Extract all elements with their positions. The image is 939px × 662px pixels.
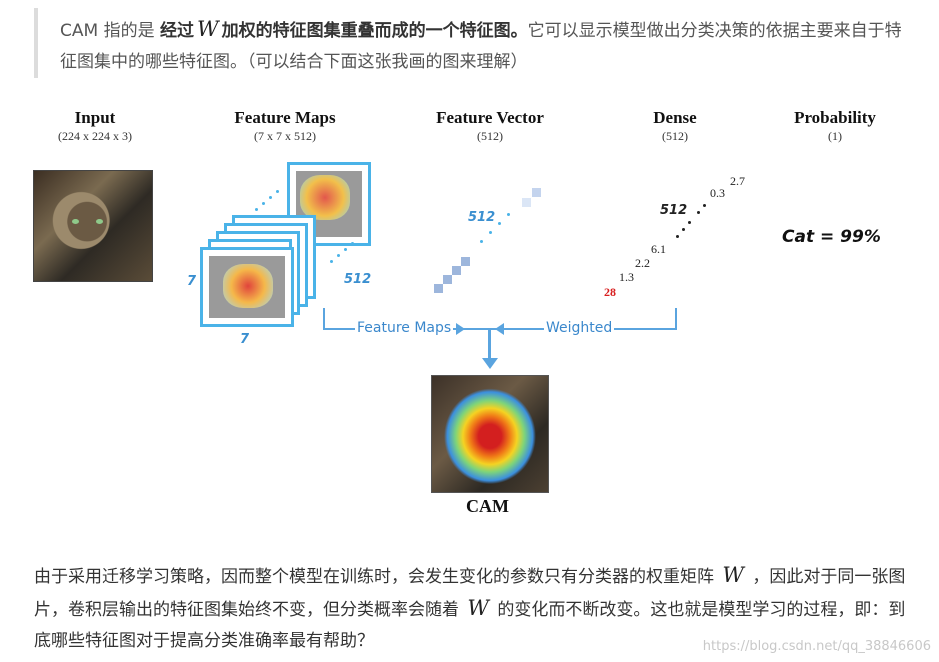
dense-value: 2.2 [635,256,650,270]
arrow-left-icon [495,323,504,335]
intro-bold-1: 经过 [159,21,194,41]
vector-cell [532,188,541,197]
arrow-down-shaft [488,330,491,360]
math-symbol-w: W [196,17,219,41]
fmap-depth-label: 512 [344,272,372,287]
fmap-width-label: 7 [240,332,250,347]
column-input: Input (224 x 224 x 3) [30,108,160,144]
column-subtitle: (512) [477,129,503,143]
column-subtitle: (7 x 7 x 512) [254,129,316,143]
column-title: Probability [794,108,876,127]
bracket-label-feature-maps: Feature Maps [355,320,454,336]
probability-value: Cat = 99% [782,227,881,247]
watermark: https://blog.csdn.net/qq_38846606 [702,639,931,654]
body-text-2: ，因此对于同一张图片，卷积层输出的特征图集始终不变，但分类概率会随着 [34,567,906,620]
dense-value: 0.3 [710,186,725,200]
bracket-right-tick [675,308,677,330]
column-feature-vector: Feature Vector (512) [420,108,560,144]
body-text-1: 由于采用迁移学习策略，因而整个模型在训练时，会发生变化的参数只有分类器的权重矩阵 [34,567,714,587]
vector-cell [461,257,470,266]
feature-map [200,247,294,327]
arrow-right-icon [456,323,465,335]
dense-value: 2.7 [730,174,745,188]
cam-label: CAM [466,496,509,516]
column-feature-maps: Feature Maps (7 x 7 x 512) [215,108,355,144]
vector-length-label: 512 [468,210,496,225]
column-title: Dense [653,108,697,127]
column-subtitle: (512) [662,129,688,143]
column-dense: Dense (512) [625,108,725,144]
bracket-label-weighted: Weighted [544,320,615,336]
column-title: Input [74,108,116,127]
fmap-height-label: 7 [187,274,197,289]
dense-count: 512 [660,203,688,218]
column-title: Feature Maps [234,108,336,127]
vector-cell [434,284,443,293]
vector-cell [522,198,531,207]
dense-value: 28 [604,285,616,299]
cam-heatmap-image [431,375,549,493]
column-title: Feature Vector [436,108,544,127]
feature-map [287,162,371,246]
dense-value: 1.3 [619,270,634,284]
cam-diagram: Input (224 x 224 x 3) Feature Maps (7 x … [0,90,939,530]
column-probability: Probability (1) [780,108,890,144]
intro-suffix: 它可以显示模型做出分类决策的依据主要来自于特征图集中的哪些特征图。（可以结合下面… [60,21,902,72]
column-subtitle: (1) [828,129,842,143]
bracket-left-tick [323,308,325,330]
dense-value: 6.1 [651,242,666,256]
vector-cell [452,266,461,275]
math-symbol-w: W [722,563,744,587]
column-subtitle: (224 x 224 x 3) [58,129,132,143]
input-cat-image [33,170,153,282]
math-symbol-w: W [467,596,489,620]
arrow-down-icon [482,358,498,369]
cat-eye [96,219,103,224]
cat-eye [72,219,79,224]
intro-prefix: CAM 指的是 [60,21,160,41]
body-paragraph: 由于采用迁移学习策略，因而整个模型在训练时，会发生变化的参数只有分类器的权重矩阵… [34,560,914,657]
intro-bold-2: 加权的特征图集重叠而成的一个特征图。 [221,21,528,41]
body-text-3: 的变化而不断改变。这也就是模型学习的过程，即：到底哪些特征图对于提高分类准确率最… [34,600,906,651]
vector-cell [443,275,452,284]
